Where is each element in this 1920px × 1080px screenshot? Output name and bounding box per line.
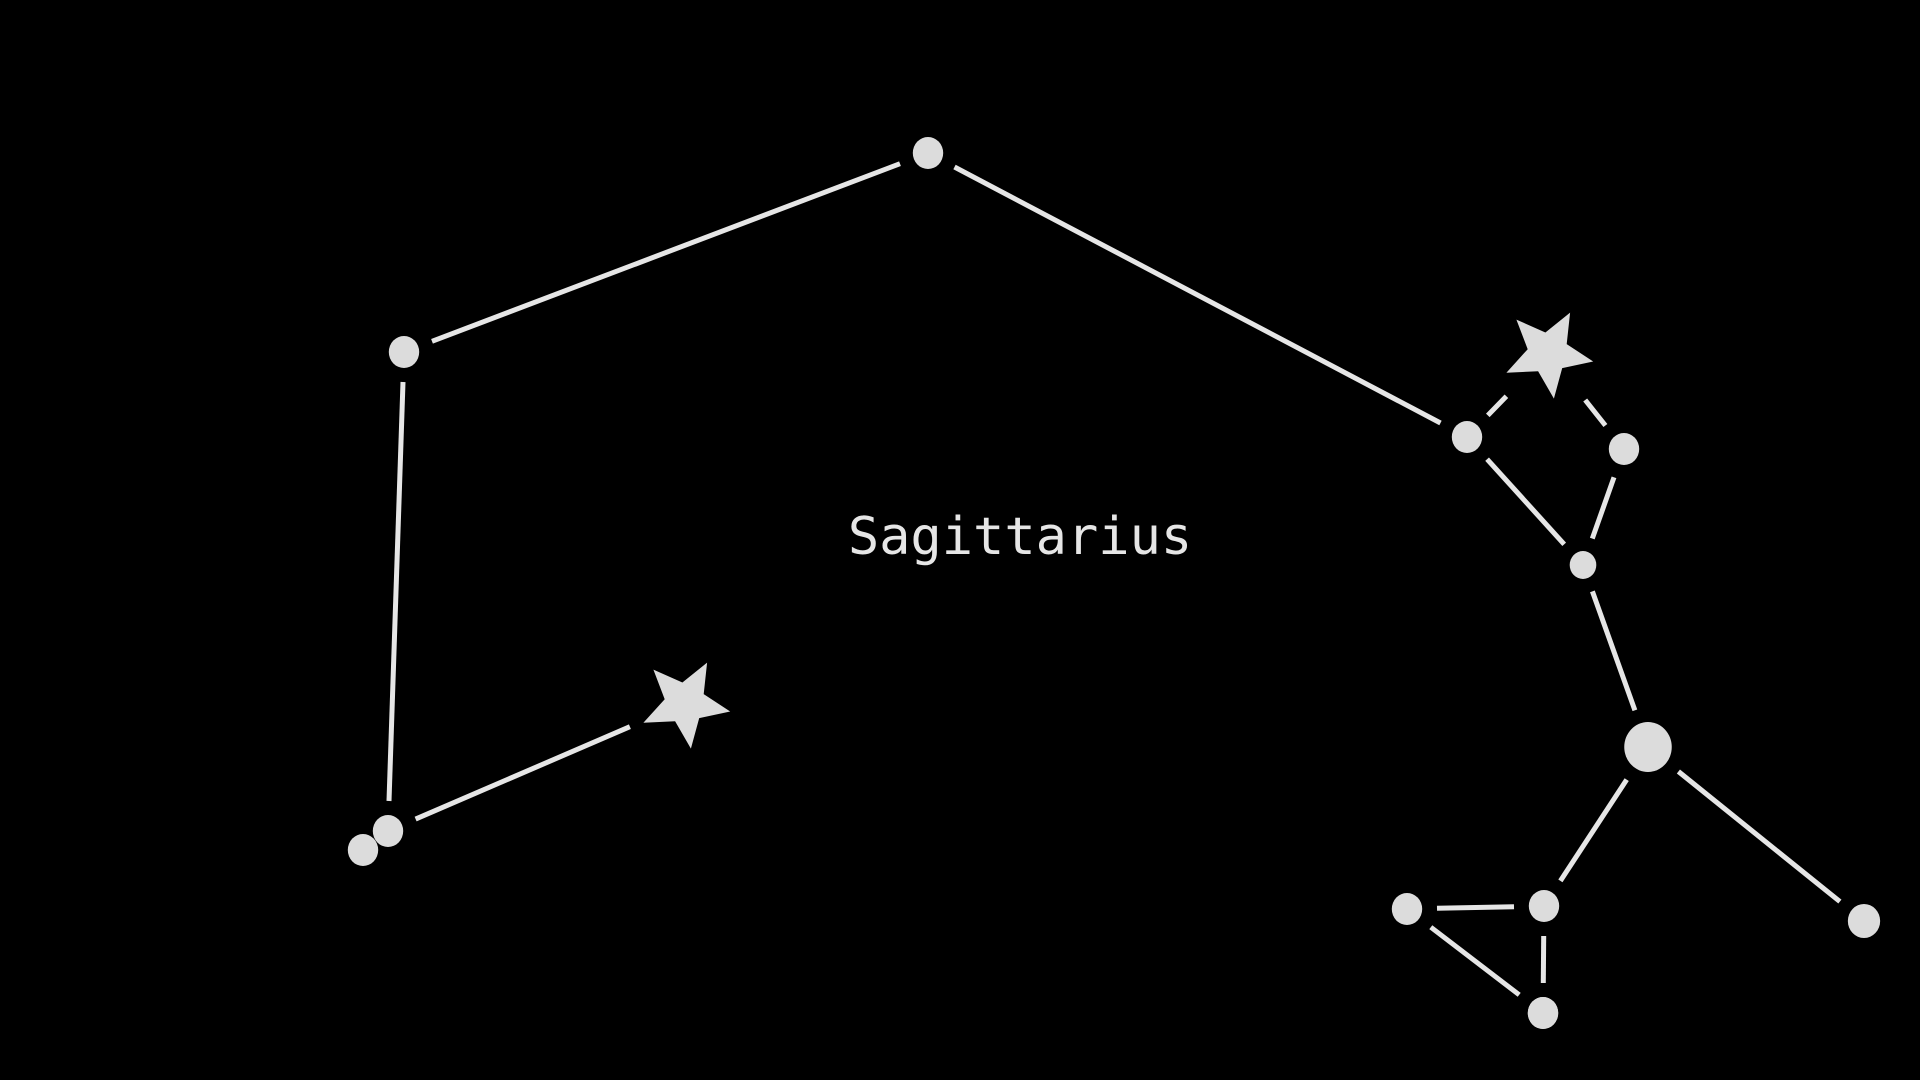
star-4-dot: [1451, 421, 1483, 453]
constellation-line-star-11-star-12: [1558, 778, 1629, 883]
star-9-dot: [1608, 433, 1640, 465]
constellation-line-star-8-star-9: [1583, 398, 1608, 428]
star-5-dot: [372, 815, 404, 847]
star-10-dot: [1569, 551, 1597, 579]
star-2-dot: [388, 336, 420, 368]
star-16-dot: [1527, 997, 1559, 1029]
constellation-line-star-10-star-11: [1590, 590, 1638, 712]
constellation-line-star-11-star-13: [1676, 769, 1842, 904]
star-14-dot: [1391, 893, 1423, 925]
constellation-lines: [386, 161, 1842, 997]
constellation-line-star-4-star-10: [1485, 457, 1567, 546]
star-8-star-shape: [1506, 312, 1594, 399]
constellation-line-star-5-star-6: [414, 724, 631, 822]
constellation-line-star-12-star-14: [1436, 904, 1515, 911]
star-3-dot: [912, 137, 944, 169]
constellation-line-star-3-star-4: [953, 164, 1442, 426]
constellation-line-star-5-star-2: [386, 381, 406, 802]
star-6-star-shape: [643, 662, 731, 749]
constellation-line-star-2-star-3: [431, 161, 901, 344]
constellation-name-label: Sagittarius: [848, 507, 1192, 567]
star-1-dot: [347, 834, 379, 866]
star-12-dot: [1528, 890, 1560, 922]
star-13-dot: [1847, 904, 1881, 938]
constellation-line-star-9-star-10: [1589, 476, 1617, 540]
star-11-dot: [1624, 722, 1672, 772]
constellation-stars: [347, 137, 1881, 1029]
constellation-line-star-14-star-15: [1429, 925, 1521, 997]
constellation-line-star-4-star-8: [1486, 394, 1509, 418]
